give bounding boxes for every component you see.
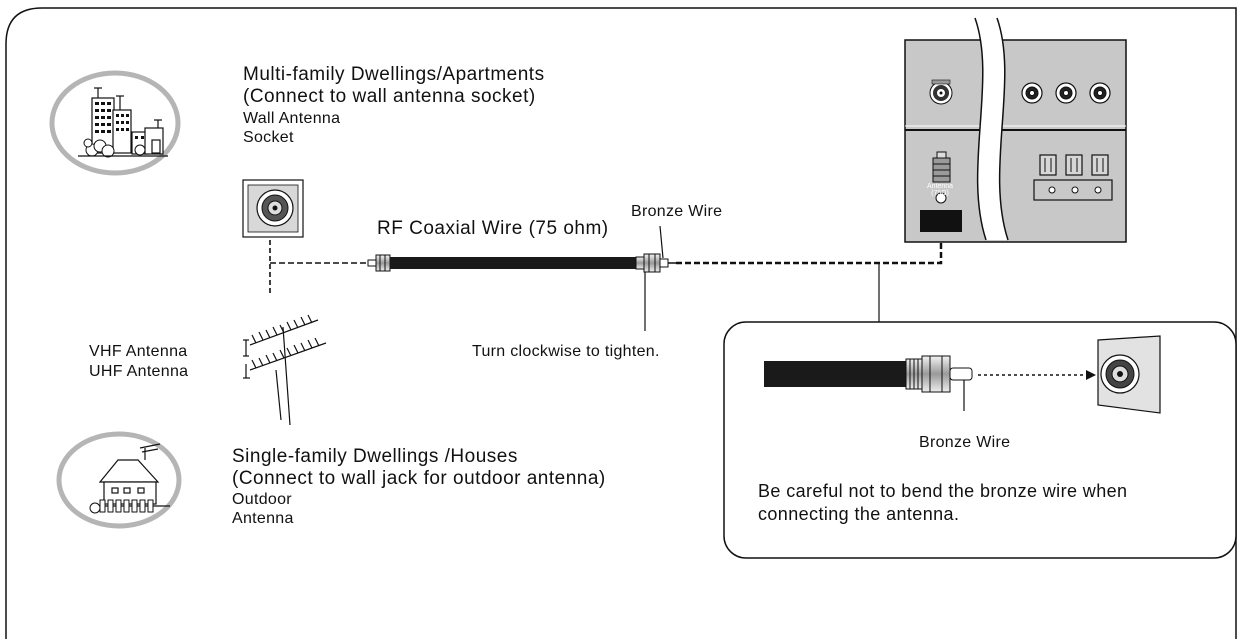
wall-antenna-socket-icon	[242, 179, 304, 238]
detail-connector-icon	[764, 355, 1096, 411]
vhf-antenna-label: VHF Antenna	[89, 343, 188, 360]
outdoor-antenna-label-2: Antenna	[232, 510, 294, 527]
apartments-icon	[49, 70, 181, 176]
detail-caution-note: Be careful not to bend the bronze wire w…	[758, 481, 1128, 525]
apartments-title: Multi-family Dwellings/Apartments	[243, 64, 545, 85]
tv-back-panel	[904, 17, 1127, 243]
outdoor-antenna-label-1: Outdoor	[232, 491, 292, 508]
apartments-subtitle: (Connect to wall antenna socket)	[243, 86, 536, 107]
detail-bronze-wire-label: Bronze Wire	[919, 434, 1011, 451]
bronze-wire-pointer	[659, 225, 664, 259]
tighten-instruction: Turn clockwise to tighten.	[472, 343, 660, 360]
wall-antenna-label-1: Wall Antenna	[243, 110, 341, 127]
coaxial-cable	[367, 225, 676, 331]
houses-title: Single-family Dwellings /Houses	[232, 446, 518, 467]
bronze-wire-label: Bronze Wire	[631, 203, 723, 220]
outdoor-antenna-icon	[243, 314, 327, 426]
detail-socket-icon	[1097, 335, 1161, 414]
uhf-antenna-label: UHF Antenna	[89, 363, 189, 380]
coaxial-cable-label: RF Coaxial Wire (75 ohm)	[377, 218, 609, 239]
wall-antenna-label-2: Socket	[243, 129, 294, 146]
tv-antenna-jack-label: Antenna (75Ω)	[926, 183, 954, 198]
tv-av-ports	[1021, 82, 1113, 201]
houses-subtitle: (Connect to wall jack for outdoor antenn…	[232, 468, 606, 489]
house-icon	[56, 431, 182, 529]
tv-antenna-port	[929, 79, 953, 105]
